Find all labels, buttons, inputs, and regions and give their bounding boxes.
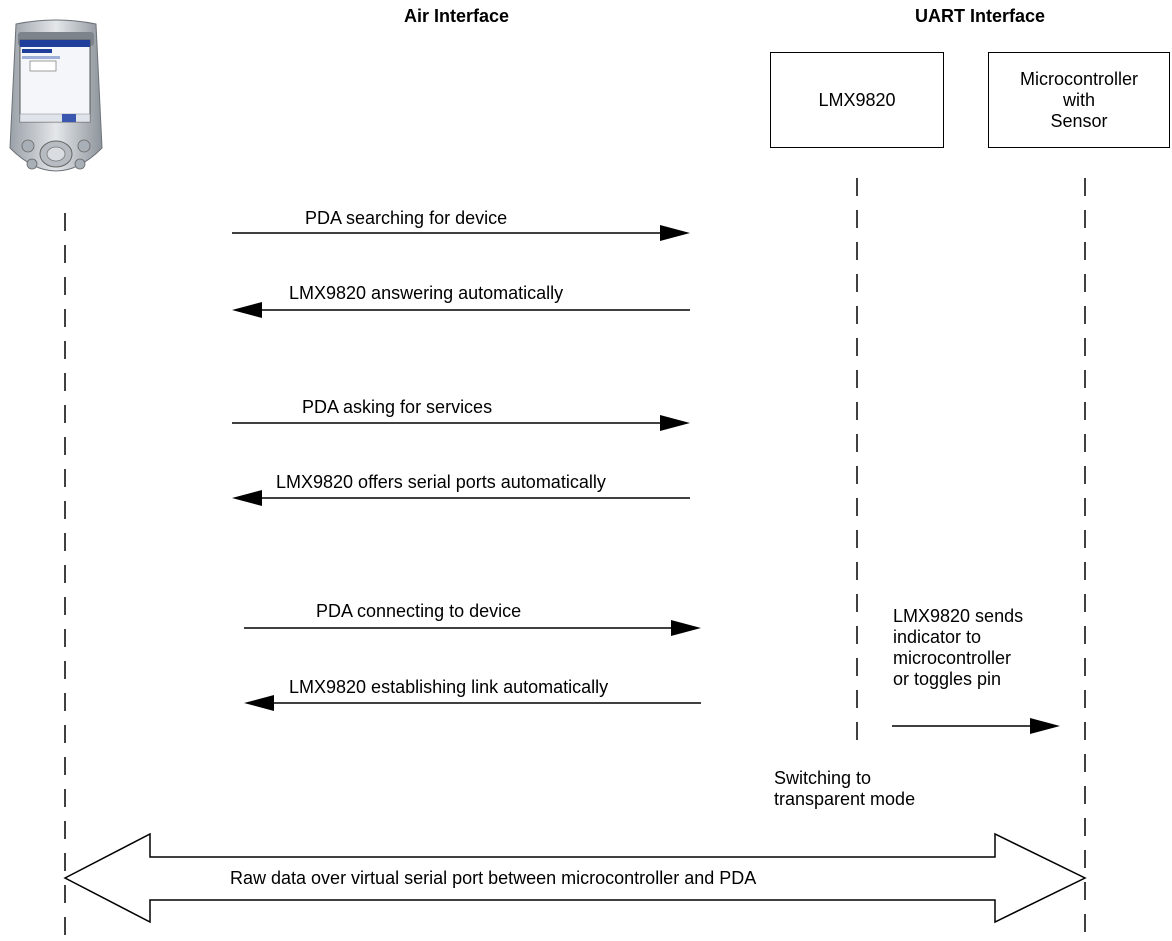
data-link-label: Raw data over virtual serial port betwee…: [230, 868, 757, 888]
transparent-mode-note: Switching to transparent mode: [774, 768, 916, 809]
message-label-6: LMX9820 establishing link automatically: [289, 677, 609, 697]
message-label-4: LMX9820 offers serial ports automaticall…: [276, 472, 606, 492]
uart-message-arrow: [892, 718, 1060, 734]
message-arrow-5: [244, 620, 701, 636]
uart-message-label: LMX9820 sends indicator to microcontroll…: [893, 606, 1024, 689]
lmx9820-label: LMX9820: [818, 89, 896, 110]
bidirectional-data-arrow: [63, 832, 1087, 924]
air-interface-heading: Air Interface: [404, 6, 510, 26]
microcontroller-box: Microcontroller with Sensor: [988, 52, 1170, 148]
message-label-3: PDA asking for services: [302, 397, 493, 417]
microcontroller-label: Microcontroller with Sensor: [1019, 68, 1139, 131]
message-arrow-3: [232, 415, 690, 431]
uart-interface-heading: UART Interface: [915, 6, 1046, 26]
message-label-1: PDA searching for device: [305, 208, 508, 228]
message-label-2: LMX9820 answering automatically: [289, 283, 564, 303]
pda-device-icon: [9, 19, 103, 172]
lmx9820-box: LMX9820: [770, 52, 944, 148]
message-arrow-2: [232, 302, 690, 318]
message-arrow-6: [244, 695, 701, 711]
message-arrow-1: [232, 225, 690, 241]
message-label-5: PDA connecting to device: [316, 601, 522, 621]
message-arrow-4: [232, 490, 690, 506]
